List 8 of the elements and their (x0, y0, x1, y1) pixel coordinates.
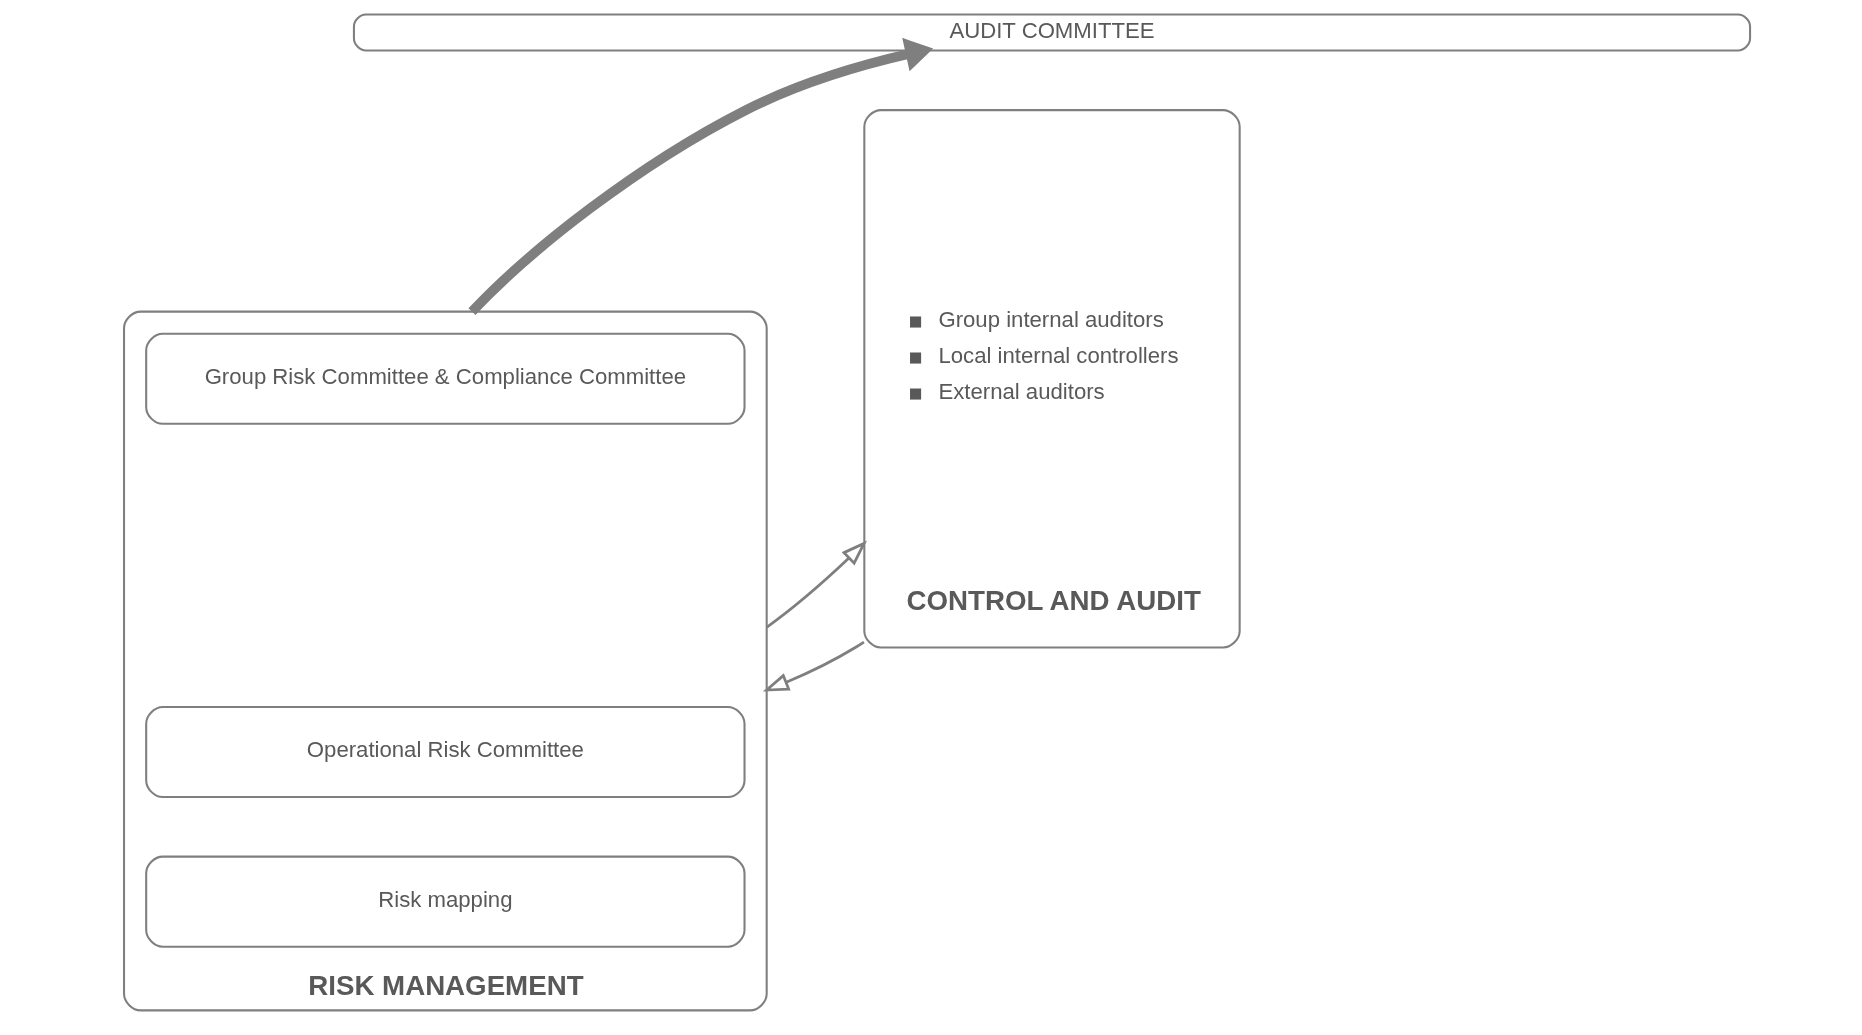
node-box: Risk mapping (144, 855, 746, 948)
arrow (762, 640, 865, 692)
node-box: Group Risk Committee & Compliance Committee (144, 332, 746, 425)
node-box: AUDIT COMMITTEE (352, 13, 1751, 52)
node-box: Operational Risk Committee (144, 705, 746, 798)
arrow (468, 37, 933, 315)
arrow (765, 540, 867, 628)
node-box: Group internal auditors Local internal controllers External auditors CONTROL AND AUDIT (862, 108, 1241, 649)
